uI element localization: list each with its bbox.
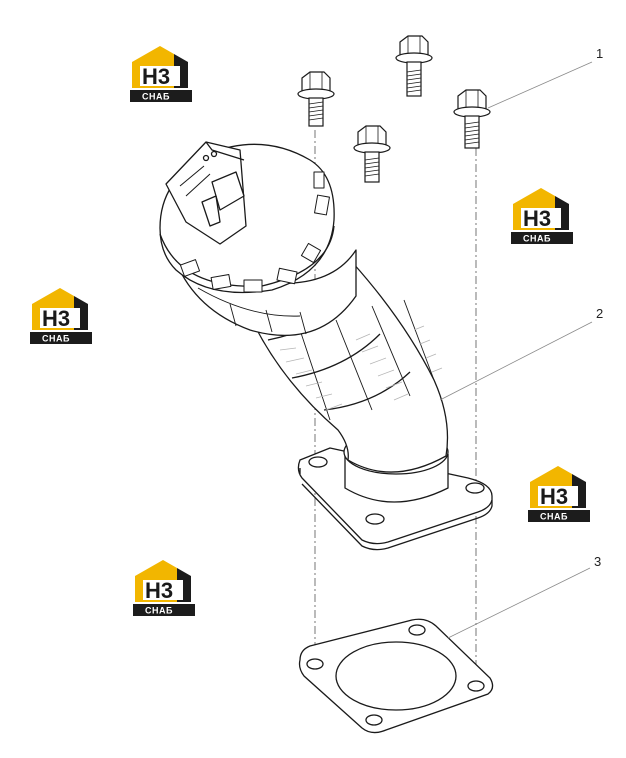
logo-brand-bottom: СНАБ [42,334,70,344]
callout-label-2: 2 [596,306,603,321]
brand-logo-3: H3 СНАБ [30,288,92,344]
flange-gasket [298,618,494,734]
logo-brand-bottom: СНАБ [142,92,170,102]
logo-brand-bottom: СНАБ [145,606,173,616]
brand-logo-5: H3 СНАБ [133,560,195,616]
flange-bolt-hole [308,456,328,468]
callout-label-3: 3 [594,554,601,569]
flange-bolt-hole [465,482,485,494]
brand-logo-2: H3 СНАБ [511,188,573,244]
leader-line-1 [487,61,593,109]
gasket-center-opening [335,641,457,711]
alignment-lines [314,130,477,686]
logo-brand-top: H3 [523,206,551,231]
logo-brand-top: H3 [540,484,568,509]
leader-line-2 [439,321,593,401]
gasket-bolt-hole [467,680,485,692]
brand-logo-4: H3 СНАБ [528,466,590,522]
bolt-3 [353,125,391,183]
logo-brand-bottom: СНАБ [540,512,568,522]
callout-label-1: 1 [596,46,603,61]
logo-brand-bottom: СНАБ [523,234,551,244]
leader-line-3 [447,567,591,639]
bolt-2 [395,35,433,97]
flange-bolt-hole [365,513,385,525]
brand-logo-1: H3 СНАБ [130,46,192,102]
gasket-bolt-hole [408,624,426,636]
logo-brand-top: H3 [42,306,70,331]
logo-brand-top: H3 [142,64,170,89]
gasket-bolt-hole [306,658,324,670]
logo-brand-top: H3 [145,578,173,603]
bolt-4 [453,89,491,149]
gasket-bolt-hole [365,714,383,726]
elbow-pipe-assembly [159,141,493,551]
bolt-1 [297,71,335,127]
callouts: 1 2 3 [439,46,603,639]
